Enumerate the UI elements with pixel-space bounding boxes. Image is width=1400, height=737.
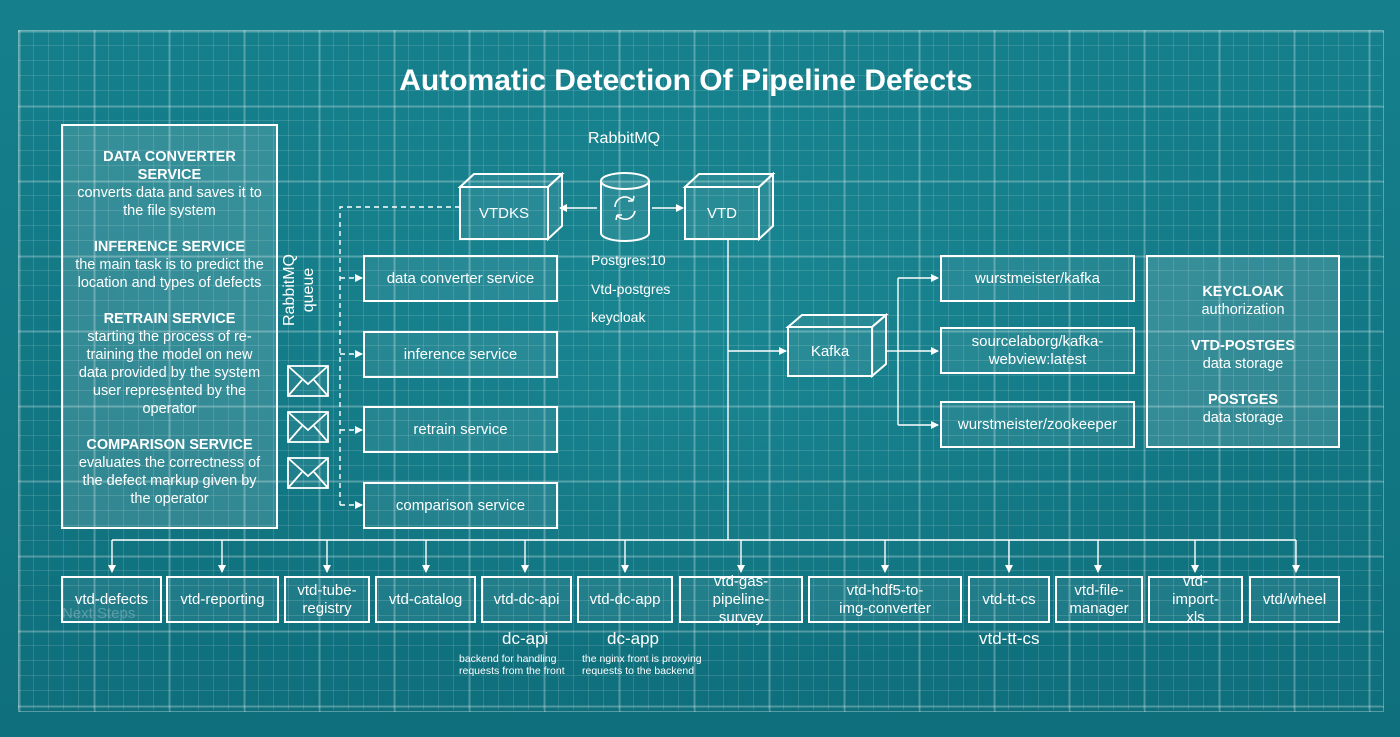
module-vtd-catalog: vtd-catalog [375,576,476,623]
annotation-dc-app-desc: the nginx front is proxying requests to … [582,653,702,677]
vtd-cube-icon [682,171,776,242]
module-vtd-file-manager: vtd-file-manager [1055,576,1143,623]
panel-item-inference: INFERENCE SERVICE the main task is to pr… [75,239,264,291]
service-inference: inference service [363,331,558,378]
annotation-vtd-tt-cs: vtd-tt-cs [979,629,1040,648]
panel-item-postges: POSTGES data storage [1202,392,1284,426]
db-label-postgres: Postgres:10 [591,252,666,268]
kafka-cube-icon [785,312,889,379]
module-vtd-dc-api: vtd-dc-api [481,576,572,623]
panel-item-retrain: RETRAIN SERVICE starting the process of … [78,311,261,417]
vtd-connectors [108,240,1300,573]
module-vtd-gas-pipeline-survey: vtd-gas-pipeline-survey [679,573,803,626]
diagram-title: Automatic Detection Of Pipeline Defects [399,64,973,97]
module-vtd-import-xls: vtd-import-xls [1148,573,1243,626]
kafka-target-zookeeper: wurstmeister/zookeeper [940,401,1135,448]
grid-minor [18,30,1382,710]
module-vtd-defects: vtd-defects [61,576,162,623]
vtdks-cube-icon [457,171,565,242]
vtdks-label: VTDKS [478,204,529,222]
annotation-dc-api-title: dc-api [502,629,549,648]
envelope-icon [287,457,329,489]
module-vtd-dc-app: vtd-dc-app [577,576,673,623]
vtd-label: VTD [707,204,737,222]
annotation-dc-api-desc: backend for handling requests from the f… [459,653,565,677]
kafka-target-kafka: wurstmeister/kafka [940,255,1135,302]
panel-item-data-converter: DATA CONVERTER SERVICE converts data and… [77,149,262,219]
module-vtd-hdf5-to-img-converter: vtd-hdf5-to-img-converter [808,576,962,623]
watermark-text: Next Steps [62,605,136,622]
panel-item-vtd-postges: VTD-POSTGES data storage [1191,338,1295,372]
module-vtd-reporting: vtd-reporting [166,576,279,623]
service-comparison: comparison service [363,482,558,529]
rabbitmq-queue-label: RabbitMQ queue [281,253,317,327]
panel-item-keycloak: KEYCLOAK authorization [1201,284,1285,318]
queue-connectors [339,206,460,509]
service-data-converter: data converter service [363,255,558,302]
envelope-icon [287,411,329,443]
db-label-keycloak: keycloak [591,309,646,325]
module-vtd-tt-cs: vtd-tt-cs [968,576,1050,623]
envelope-icon [287,365,329,397]
panel-item-comparison: COMPARISON SERVICE evaluates the correct… [78,437,261,507]
service-retrain: retrain service [363,406,558,453]
kafka-target-webview: sourcelaborg/kafka-webview:latest [940,327,1135,374]
kafka-label: Kafka [810,343,850,360]
services-description-panel: DATA CONVERTER SERVICE converts data and… [61,124,278,529]
annotation-dc-app-title: dc-app [607,629,659,648]
grid-major [18,30,1384,712]
module-vtd-wheel: vtd/wheel [1249,576,1340,623]
rabbitmq-database-icon [600,172,650,242]
db-label-vtd-postgres: Vtd-postgres [591,281,671,297]
infrastructure-description-panel: KEYCLOAK authorization VTD-POSTGES data … [1146,255,1340,448]
module-vtd-tube-registry: vtd-tube-registry [284,576,370,623]
rabbitmq-label: RabbitMQ [588,130,661,147]
